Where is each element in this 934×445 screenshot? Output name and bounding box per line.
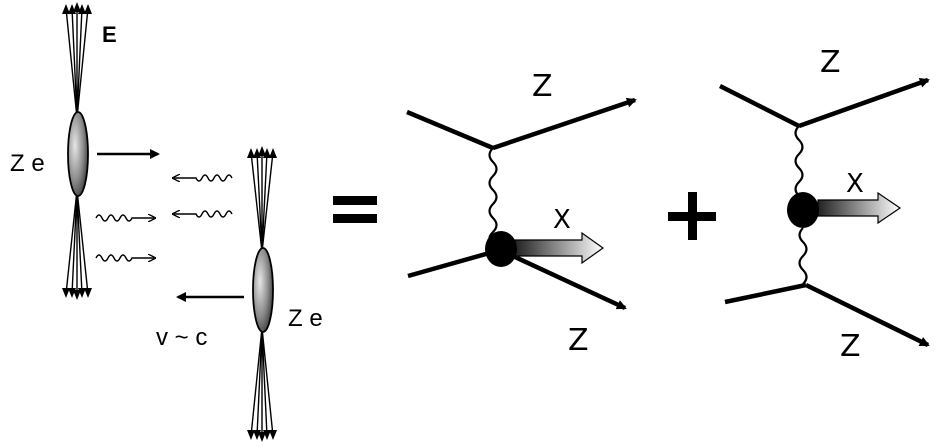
photon-wave-left-1: [174, 175, 233, 181]
diagram1-top-z-label: Z: [532, 69, 553, 104]
nucleus-2-label: Z e: [288, 305, 323, 332]
field-arrowheads-2: [247, 146, 277, 442]
photon-propagator-1: [488, 147, 498, 244]
incoming-top-line-1: [406, 109, 494, 151]
incoming-bottom-line-1: [407, 247, 501, 279]
virtual-photons: [95, 175, 233, 261]
vertex-blob-1: [485, 231, 517, 267]
feynman-diagram-2: Z X Z: [718, 45, 930, 364]
nucleus-1-ellipse: [67, 111, 89, 197]
outgoing-bottom-line-2: [805, 282, 930, 348]
nucleus-2-ellipse: [252, 247, 274, 333]
field-label-E: E: [102, 22, 117, 47]
velocity-label: v ~ c: [156, 324, 207, 351]
diagram1-bottom-z-label: Z: [568, 323, 589, 358]
photon-wave-left-2: [174, 211, 233, 217]
outgoing-top-line-2: [798, 77, 930, 129]
diagram2-bottom-z-label: Z: [840, 329, 861, 364]
photon-propagator-2b: [798, 227, 808, 285]
produced-x-arrow-1: [514, 231, 605, 265]
photon-wave-right-1: [95, 215, 154, 221]
diagram2-top-z-label: Z: [820, 45, 841, 80]
vertex-blob-2: [787, 192, 819, 228]
equals-sign: =: [333, 196, 377, 223]
outgoing-bottom-line-1: [499, 247, 627, 311]
photon-propagator-2a: [794, 125, 804, 197]
field-lines-2: [250, 150, 274, 438]
nucleus-1-label: Z e: [10, 150, 45, 177]
outgoing-top-line-1: [492, 97, 637, 151]
field-arrowheads-1: [62, 2, 92, 300]
diagram2-x-label: X: [846, 169, 864, 199]
photon-wave-right-2: [95, 255, 154, 261]
produced-x-arrow-2: [817, 191, 902, 225]
plus-sign: +: [0, 0, 716, 240]
diagram1-x-label: X: [553, 205, 571, 235]
incoming-bottom-line-2: [724, 282, 807, 305]
incoming-top-line-2: [718, 83, 801, 129]
nucleus-2: Z e v ~ c: [156, 146, 323, 442]
nucleus-1: E Z e: [10, 2, 160, 300]
feynman-diagram-1: Z X Z: [406, 69, 637, 358]
plus-symbol-text: +: [0, 0, 1, 1]
field-lines-1: [65, 6, 89, 296]
